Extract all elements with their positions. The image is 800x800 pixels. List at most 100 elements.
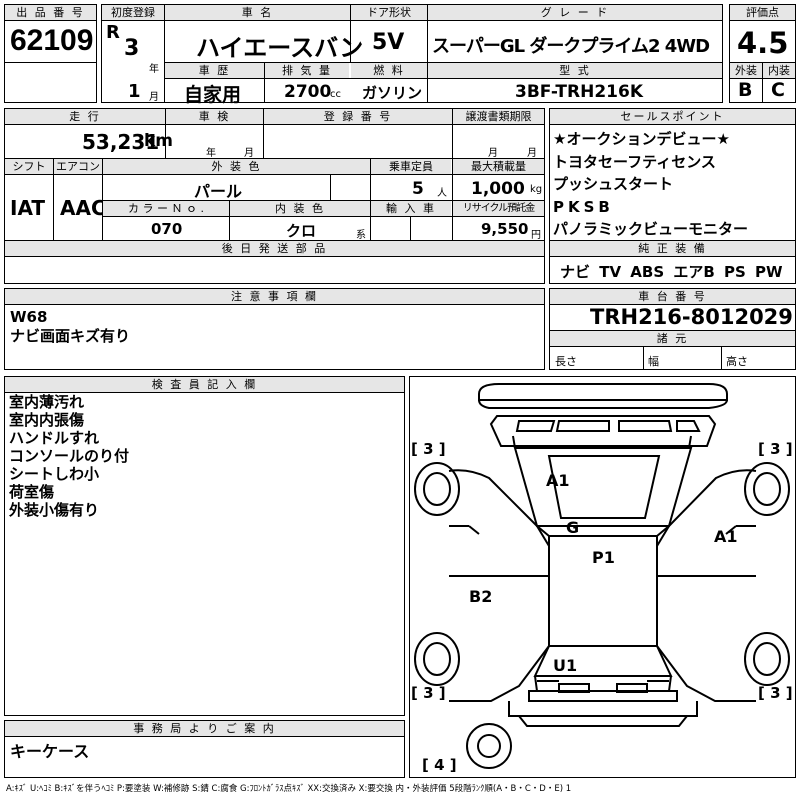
cc-unit: cc xyxy=(330,89,341,100)
office-note: キーケース xyxy=(10,742,90,761)
transfer-day-unit: 月 xyxy=(527,148,537,159)
damage-mark: G xyxy=(566,518,580,537)
inspector-note: 外装小傷有り xyxy=(9,501,100,519)
tire-grade: [ 3 ] xyxy=(758,684,793,702)
damage-mark: A1 xyxy=(546,471,570,490)
ext-color-label: 外 装 色 xyxy=(103,159,370,174)
lot-no: 62109 xyxy=(10,24,94,57)
inspector-label: 検 査 員 記 入 欄 xyxy=(5,377,404,392)
right-side xyxy=(656,469,757,702)
history: 自家用 xyxy=(184,84,242,106)
sales-point: PKSB xyxy=(553,197,614,216)
notes-box xyxy=(4,288,545,370)
kei-unit: 系 xyxy=(356,230,366,241)
yen-unit: 円 xyxy=(531,230,541,241)
height-label: 高さ xyxy=(726,355,748,368)
rear-left-wheel xyxy=(414,632,460,686)
kg-unit: kg xyxy=(530,184,543,195)
later-parts-label: 後 日 発 送 部 品 xyxy=(5,241,544,256)
inspector-box xyxy=(4,376,405,716)
aircon-label: エアコン xyxy=(54,159,102,174)
displacement-label: 排 気 量 xyxy=(265,63,349,78)
exterior-grade: B xyxy=(738,79,753,101)
grade: スーパーGL ダークプライム2 4WD xyxy=(432,36,710,57)
inspector-note: 荷室傷 xyxy=(9,483,55,501)
transfer-month-unit: 月 xyxy=(488,148,498,159)
header-box xyxy=(101,4,723,103)
displacement: 2700 xyxy=(284,82,332,102)
windshield xyxy=(513,447,693,527)
score-label: 評価点 xyxy=(730,5,795,20)
month-unit: 月 xyxy=(149,92,159,103)
recycle-label: リサイクル預託金 xyxy=(453,201,544,216)
shift: IAT xyxy=(10,196,46,220)
hood xyxy=(489,415,717,447)
front-right-wheel xyxy=(744,462,790,516)
info-box xyxy=(4,108,545,284)
notes-list: W68 ナビ画面キズ有り xyxy=(10,308,130,346)
chassis-no: TRH216-8012029 xyxy=(590,305,793,329)
notes-label: 注 意 事 項 欄 xyxy=(5,289,544,304)
interior-grade: C xyxy=(771,79,785,101)
color-no: 070 xyxy=(151,220,183,238)
max-load-label: 最大積載量 xyxy=(453,159,544,174)
damage-diagram-box xyxy=(409,376,796,778)
door-label: ドア形状 xyxy=(351,5,427,20)
spare-tire xyxy=(466,723,512,769)
chassis-box xyxy=(549,288,796,370)
capacity-label: 乗車定員 xyxy=(371,159,451,174)
office-box xyxy=(4,720,405,778)
rear-bumper xyxy=(528,690,678,702)
mileage: 53,231 xyxy=(82,130,160,154)
year-unit: 年 xyxy=(149,64,159,75)
car-damage-diagram xyxy=(414,383,790,769)
lot-no-label: 出 品 番 号 xyxy=(5,5,96,20)
inspector-note: 室内内張傷 xyxy=(9,411,85,429)
int-color-label: 内 装 色 xyxy=(230,201,370,216)
reg-year: 3 xyxy=(124,36,140,61)
damage-mark: A1 xyxy=(714,527,738,546)
sales-points-box xyxy=(549,108,796,284)
ext-color: パール xyxy=(194,182,243,201)
front-left-wheel xyxy=(414,462,460,516)
tire-grade: [ 3 ] xyxy=(411,684,446,702)
interior-label: 内装 xyxy=(763,63,795,78)
damage-mark: U1 xyxy=(553,656,578,675)
km-unit: km xyxy=(144,131,174,151)
note-item: W68 xyxy=(10,308,48,326)
front-bumper xyxy=(478,383,728,401)
model-code: 3BF-TRH216K xyxy=(515,82,644,102)
car-name-label: 車 名 xyxy=(165,5,350,20)
reg-no-label: 登 録 番 号 xyxy=(264,109,452,124)
tire-grade: [ 3 ] xyxy=(411,440,446,458)
inspector-note: シートしわ小 xyxy=(9,465,100,483)
rear-right-wheel xyxy=(744,632,790,686)
width-label: 幅 xyxy=(648,355,659,368)
score: 4.5 xyxy=(737,26,789,60)
tire-grade: [ 4 ] xyxy=(422,756,457,774)
lot-box xyxy=(4,4,97,103)
max-load: 1,000 xyxy=(471,179,525,199)
exterior-label: 外装 xyxy=(730,63,762,78)
fuel-label: 燃 料 xyxy=(351,63,427,78)
mileage-label: 走 行 xyxy=(5,109,165,124)
inspection-label: 車 検 xyxy=(166,109,263,124)
history-label: 車 歴 xyxy=(165,63,264,78)
grade-label: グ レ ー ド xyxy=(428,5,722,20)
inspector-note: コンソールのり付 xyxy=(9,447,130,465)
first-reg-label: 初度登録 xyxy=(102,5,164,20)
door-type: 5V xyxy=(372,30,405,55)
sales-point: ★オークションデビュー★ xyxy=(553,130,730,148)
length-label: 長さ xyxy=(555,355,577,368)
chassis-no-label: 車 台 番 号 xyxy=(550,289,795,304)
aircon: AAC xyxy=(60,196,106,220)
inspection-year-unit: 年 xyxy=(206,148,216,159)
legend: A:ｷｽﾞ U:ﾍｺﾐ B:ｷｽﾞを伴うﾍｺﾐ P:要塗装 W:補修跡 S:錆 … xyxy=(6,784,572,794)
sales-point: プッシュスタート xyxy=(553,175,674,193)
specs-label: 諸 元 xyxy=(550,331,795,346)
person-unit: 人 xyxy=(437,188,447,199)
recycle-fee: 9,550 xyxy=(481,220,529,238)
capacity: 5 xyxy=(412,179,424,199)
left-side xyxy=(448,469,550,702)
inspection-month-unit: 月 xyxy=(244,148,254,159)
